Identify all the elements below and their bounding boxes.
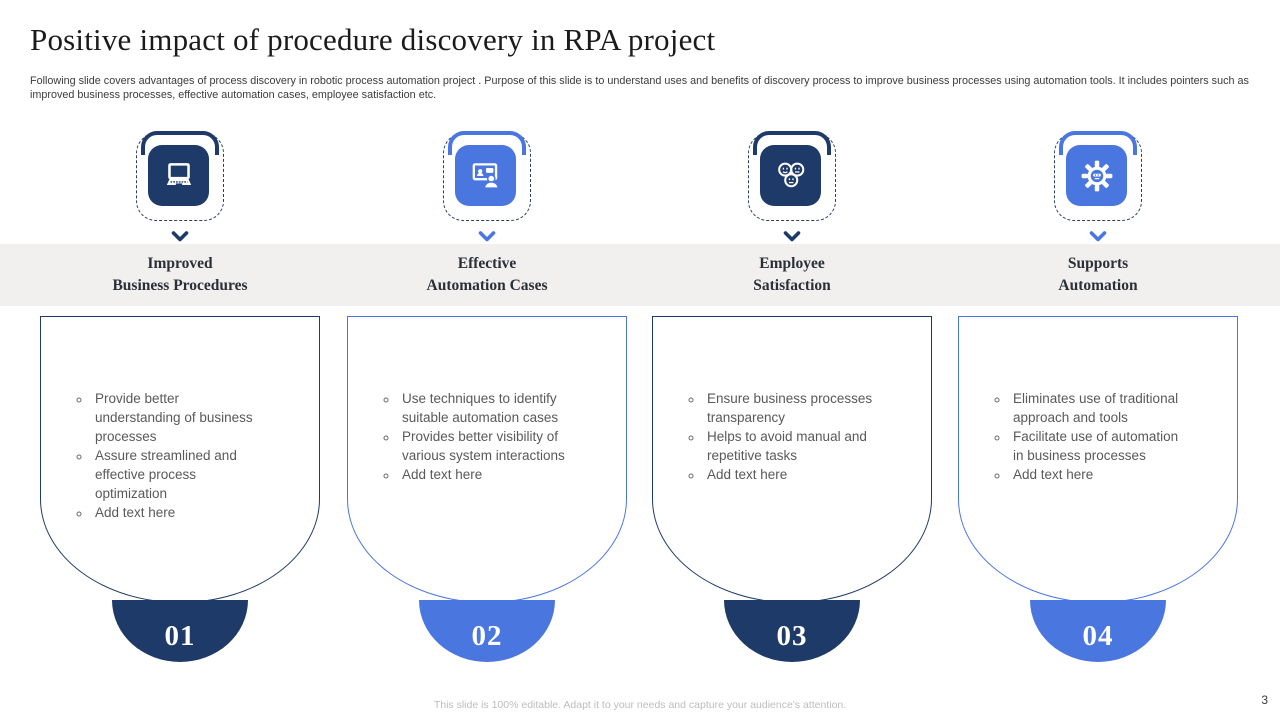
bullet-list: Provide better understanding of business…	[41, 317, 319, 522]
column-heading: Effective Automation Cases	[347, 244, 627, 306]
bullet-list: Use techniques to identify suitable auto…	[348, 317, 626, 484]
icon-frame	[443, 130, 531, 221]
smiley-faces-icon	[760, 145, 821, 206]
icon-frame-arc	[448, 130, 526, 155]
bullet-item: Provides better visibility of various sy…	[398, 427, 574, 465]
heading-line2: Automation Cases	[426, 277, 548, 294]
page-title: Positive impact of procedure discovery i…	[30, 22, 716, 57]
number-badge: 01	[112, 600, 248, 662]
content-card: Eliminates use of traditional approach a…	[958, 316, 1238, 603]
page-number: 3	[1261, 693, 1268, 707]
heading-line1: Employee	[759, 255, 825, 272]
heading-line1: Supports	[1067, 255, 1129, 272]
icon-frame-arc	[141, 130, 219, 155]
bullet-item: Assure streamlined and effective process…	[91, 446, 267, 503]
heading-line2: Automation	[1058, 277, 1138, 294]
heading-line2: Business Procedures	[112, 277, 248, 294]
icon-frame	[1054, 130, 1142, 221]
automation-gear-icon	[1066, 145, 1127, 206]
icon-frame	[136, 130, 224, 221]
heading-line2: Satisfaction	[753, 277, 831, 294]
bullet-item: Add text here	[398, 465, 574, 484]
training-presentation-icon	[455, 145, 516, 206]
chevron-down-icon	[171, 231, 189, 242]
number-badge: 03	[724, 600, 860, 662]
badge-number: 01	[164, 619, 196, 652]
content-card: Ensure business processes transparency H…	[652, 316, 932, 603]
chevron-down-icon	[783, 231, 801, 242]
column-heading: Employee Satisfaction	[652, 244, 932, 306]
footer-note: This slide is 100% editable. Adapt it to…	[433, 699, 847, 711]
content-card: Provide better understanding of business…	[40, 316, 320, 603]
bullet-item: Helps to avoid manual and repetitive tas…	[703, 427, 879, 465]
heading-line1: Effective	[457, 255, 517, 272]
badge-number: 02	[471, 619, 503, 652]
bullet-item: Facilitate use of automation in business…	[1009, 427, 1185, 465]
column-supports-automation: Supports Automation Eliminates use of tr…	[958, 125, 1238, 685]
icon-frame-arc	[1059, 130, 1137, 155]
column-heading: Supports Automation	[958, 244, 1238, 306]
bullet-item: Eliminates use of traditional approach a…	[1009, 389, 1185, 427]
chevron-down-icon	[1089, 231, 1107, 242]
number-badge: 04	[1030, 600, 1166, 662]
bullet-item: Provide better understanding of business…	[91, 389, 267, 446]
bullet-list: Eliminates use of traditional approach a…	[959, 317, 1237, 484]
laptop-icon	[148, 145, 209, 206]
column-effective-automation-cases: Effective Automation Cases Use technique…	[347, 125, 627, 685]
heading-line1: Improved	[147, 255, 213, 272]
bullet-item: Ensure business processes transparency	[703, 389, 879, 427]
heading-band	[0, 244, 1280, 306]
bullet-item: Add text here	[91, 503, 267, 522]
bullet-item: Add text here	[703, 465, 879, 484]
content-card: Use techniques to identify suitable auto…	[347, 316, 627, 603]
badge-number: 04	[1082, 619, 1114, 652]
bullet-list: Ensure business processes transparency H…	[653, 317, 931, 484]
bullet-item: Add text here	[1009, 465, 1185, 484]
icon-frame-arc	[753, 130, 831, 155]
badge-number: 03	[776, 619, 808, 652]
chevron-down-icon	[478, 231, 496, 242]
column-heading: Improved Business Procedures	[40, 244, 320, 306]
column-employee-satisfaction: Employee Satisfaction Ensure business pr…	[652, 125, 932, 685]
number-badge: 02	[419, 600, 555, 662]
column-improved-business-procedures: Improved Business Procedures Provide bet…	[40, 125, 320, 685]
icon-frame	[748, 130, 836, 221]
bullet-item: Use techniques to identify suitable auto…	[398, 389, 574, 427]
slide-description: Following slide covers advantages of pro…	[30, 75, 1249, 101]
